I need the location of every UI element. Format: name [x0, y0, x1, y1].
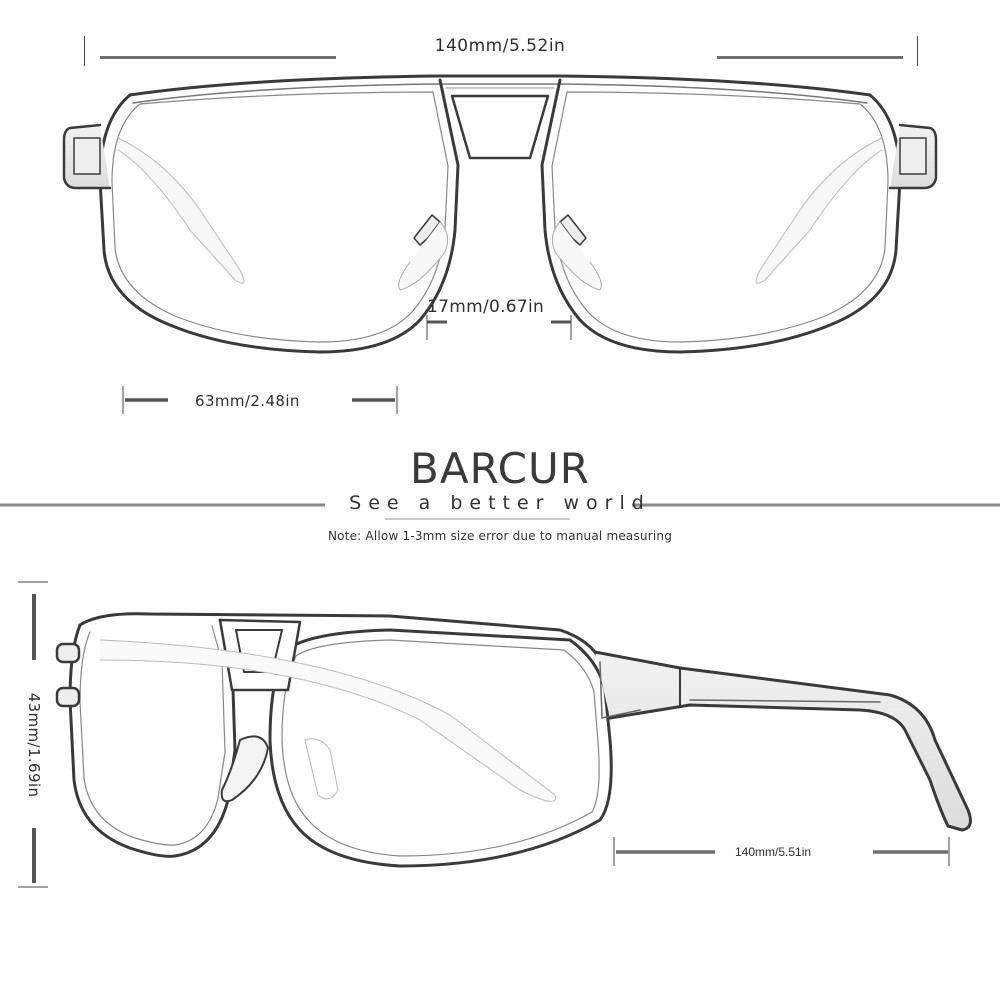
top-dim-left-bar — [100, 56, 336, 59]
brand-name: BARCUR — [410, 444, 590, 493]
side-view-glasses — [55, 612, 972, 868]
measurement-note: Note: Allow 1-3mm size error due to manu… — [327, 529, 673, 543]
brand-slogan: See a better world — [349, 492, 651, 514]
front-view-glasses — [62, 74, 938, 354]
temple-length-label: 140mm/5.51in — [735, 845, 812, 859]
top-dim-right-bar — [717, 56, 903, 59]
lens-height-label: 43mm/1.69in — [25, 692, 43, 798]
bridge-width-label: 17mm/0.67in — [427, 297, 545, 317]
lens-width-label: 63mm/2.48in — [195, 392, 300, 410]
top-dim-right-tick — [917, 36, 918, 66]
total-width-label: 140mm/5.52in — [434, 36, 566, 56]
top-dim-left-tick — [84, 36, 85, 66]
